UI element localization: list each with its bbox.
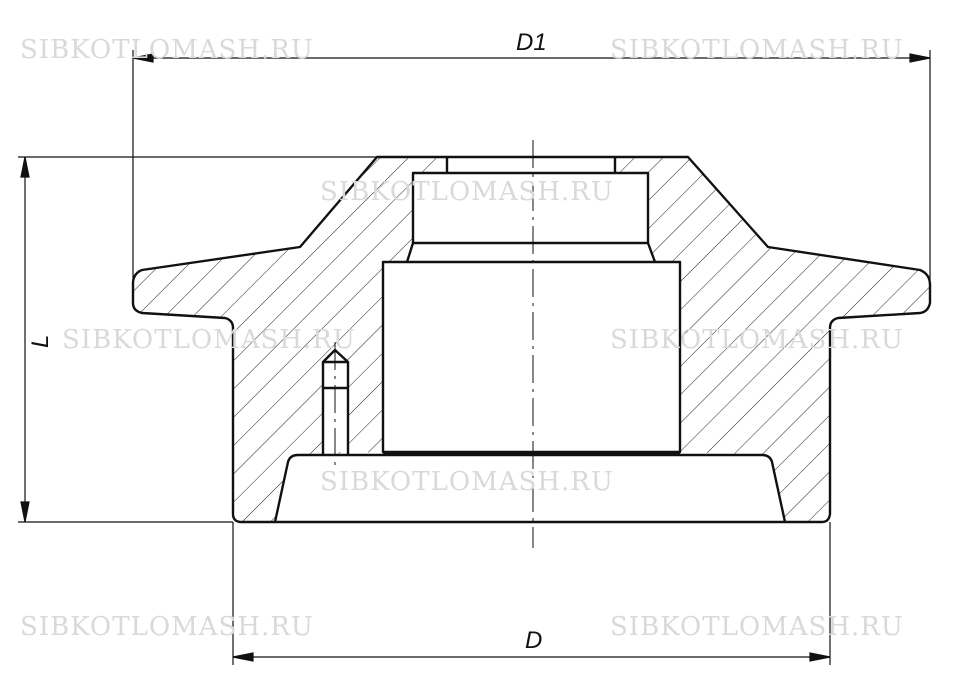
outer-contour [131,155,932,524]
dimension-label-d: D [525,627,542,654]
main-bore [381,260,682,454]
watermark: SIBKOTLOMASH.RU [20,35,314,65]
arrow-icon [20,501,30,523]
watermark: SIBKOTLOMASH.RU [62,325,356,355]
dimensions [18,50,931,665]
arrow-icon [809,652,831,662]
watermark: SIBKOTLOMASH.RU [20,612,314,642]
watermark: SIBKOTLOMASH.RU [610,35,904,65]
watermark: SIBKOTLOMASH.RU [320,467,614,497]
watermark: SIBKOTLOMASH.RU [610,325,904,355]
watermark: SIBKOTLOMASH.RU [610,612,904,642]
section-hatching [133,157,930,522]
upper-bore [411,171,650,245]
arrow-icon [909,53,931,63]
center-lines [334,140,534,548]
dimension-label-d1: D1 [516,29,547,56]
watermarks: SIBKOTLOMASH.RU SIBKOTLOMASH.RU SIBKOTLO… [20,35,904,642]
dimension-label-l: L [27,335,54,348]
arrow-icon [132,53,154,63]
arrow-icon [232,652,254,662]
bottom-recess [273,453,787,523]
top-bore [445,157,617,173]
bore-chamfer [405,242,657,263]
watermark: SIBKOTLOMASH.RU [320,177,614,207]
arrow-icon [20,156,30,178]
